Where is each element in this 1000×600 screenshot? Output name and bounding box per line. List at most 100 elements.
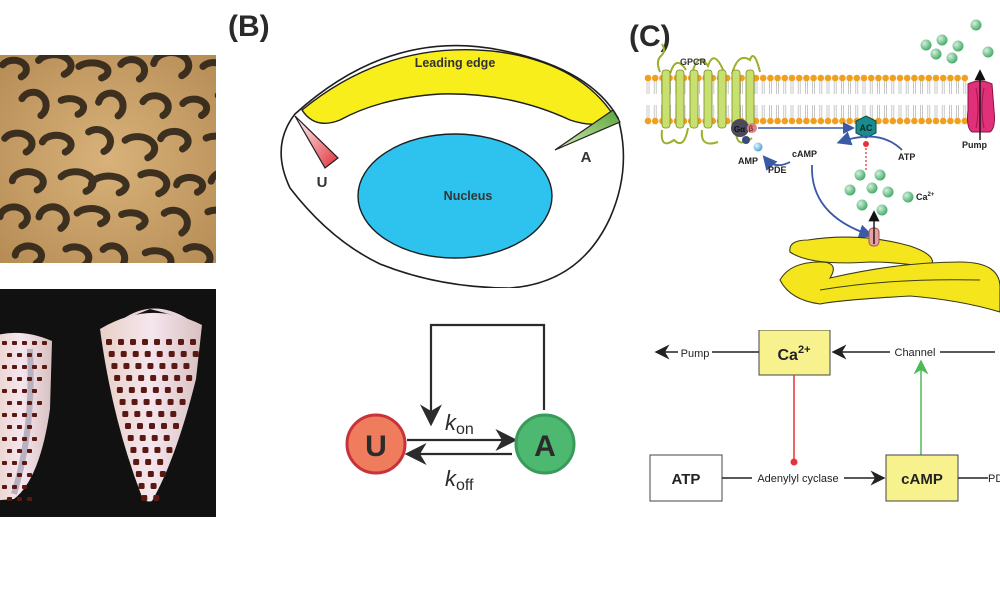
camp-to-channel-arrow — [811, 164, 874, 239]
lipid-head — [939, 117, 947, 125]
calcium-pump — [967, 80, 995, 133]
calcium-ion — [902, 191, 914, 203]
shell-spot — [2, 461, 7, 465]
leopard-rosette — [179, 95, 211, 120]
lipid-head — [882, 117, 889, 125]
calcium-ion — [930, 48, 942, 60]
leopard-rosette — [8, 168, 47, 194]
shell-spot — [131, 399, 138, 405]
shell-spot — [153, 495, 160, 501]
shell-spot — [142, 339, 148, 345]
shell-spot — [27, 497, 32, 501]
lipid-head — [644, 117, 652, 125]
atp-to-camp-arrow — [836, 131, 903, 151]
leopard-rosette — [207, 170, 216, 185]
camp-to-amp-arrow — [762, 155, 791, 171]
atp-label: ATP — [898, 152, 915, 162]
leopard-rosette — [118, 209, 149, 231]
shell-spot — [111, 363, 118, 369]
leopard-rosette — [137, 169, 171, 198]
cell-migration-diagram: Leading edge Nucleus U A — [280, 44, 625, 288]
gpcr-helix — [703, 69, 713, 129]
leopard-rosette — [35, 203, 70, 232]
lipid-head — [932, 117, 940, 125]
a-wedge — [554, 109, 621, 151]
ac-label: AC — [860, 123, 873, 133]
leopard-rosette — [85, 126, 114, 156]
shell-spot — [130, 447, 137, 453]
shell-spot — [157, 459, 164, 465]
shell-spot — [151, 435, 158, 441]
shell-spot — [137, 423, 143, 429]
lipid-head — [954, 117, 961, 125]
calcium-ion — [856, 199, 868, 211]
kon-label: kon — [445, 410, 474, 438]
g-alpha-label: Gα — [734, 125, 745, 134]
shell-spot — [154, 339, 160, 345]
shell-spot — [22, 389, 27, 393]
shell-spot — [134, 411, 141, 417]
gpcr-helix — [675, 69, 685, 129]
shell-spot — [159, 471, 166, 477]
shell-spot — [22, 341, 27, 345]
leopard-rosette — [157, 127, 192, 153]
shell-spot — [37, 401, 42, 405]
lipid-head — [817, 117, 825, 125]
shell-spot — [27, 425, 32, 429]
shell-spot — [149, 423, 155, 429]
shell-spot — [125, 423, 131, 429]
camp-node — [885, 454, 959, 502]
lipid-head — [961, 74, 969, 82]
shell-spot — [7, 353, 12, 357]
shell-spot — [7, 425, 12, 429]
shell-spot — [12, 461, 17, 465]
g-beta-label: β — [749, 126, 753, 133]
koff-label: koff — [445, 466, 474, 494]
shell-spot — [22, 365, 27, 369]
shell-spot — [138, 375, 145, 381]
shell-spot — [17, 473, 22, 477]
pump-edge-label: Pump — [681, 348, 710, 360]
nucleus-label: Nucleus — [444, 189, 493, 203]
leading-edge-region — [301, 49, 615, 125]
shell-spot — [135, 363, 142, 369]
leopard-rosette — [73, 205, 111, 228]
shell-spot — [27, 449, 32, 453]
gpcr-label: GPCR — [680, 57, 707, 67]
shell-spot — [166, 447, 173, 453]
shell-spot — [108, 351, 115, 357]
calcium-label: Ca2+ — [916, 192, 935, 202]
shell-spot — [162, 375, 169, 381]
leopard-rosette — [0, 56, 30, 81]
shell-spot — [12, 437, 17, 441]
leopard-rosette — [95, 89, 127, 120]
shell-spot — [163, 435, 170, 441]
leopard-pattern — [0, 55, 216, 263]
shell-spot — [192, 351, 199, 357]
a-node — [514, 413, 576, 475]
lipid-head — [831, 74, 839, 82]
u-node-label: U — [365, 430, 387, 463]
lipid-head — [781, 117, 789, 125]
lipid-head — [788, 74, 796, 82]
shell-spot — [7, 449, 12, 453]
g-alpha-subunit — [731, 119, 749, 137]
calcium-ion — [952, 40, 964, 52]
shell-spot — [17, 353, 22, 357]
shell-spot — [150, 483, 157, 489]
lipid-head — [795, 74, 803, 82]
shell-spot — [180, 351, 187, 357]
lipid-head — [903, 117, 911, 125]
calcium-ion — [970, 19, 982, 31]
shell-spot — [2, 437, 7, 441]
shell-spot — [135, 471, 142, 477]
shell-spot — [7, 473, 12, 477]
shell-spot — [27, 401, 32, 405]
shell-spot — [118, 339, 124, 345]
lipid-head — [767, 74, 774, 82]
camp-node-label: cAMP — [901, 471, 943, 488]
lipid-head — [875, 117, 882, 125]
shell-spot — [22, 413, 27, 417]
shell-spot — [22, 437, 27, 441]
camp-calcium-network: Ca2+ Pump Channel ATP Adenylyl cyclase c… — [649, 330, 1000, 502]
